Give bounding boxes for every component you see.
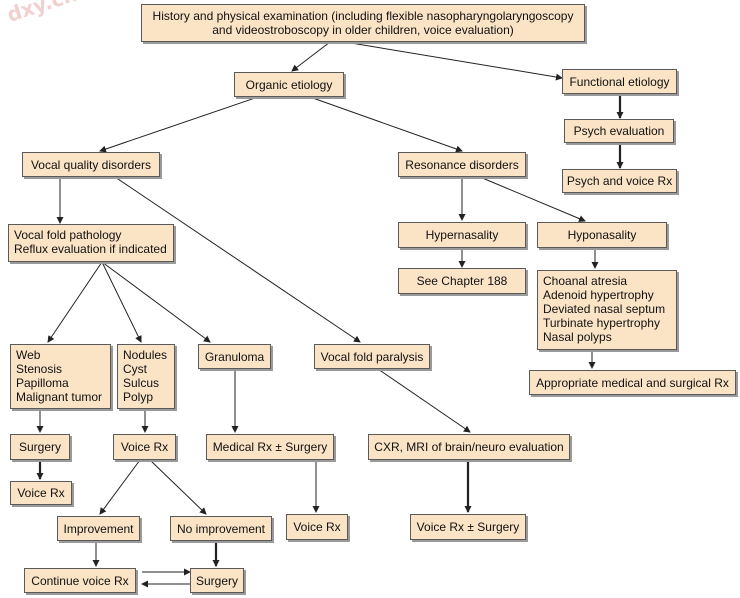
- cxr-mri-label: CXR, MRI of brain/neuro evaluation: [374, 440, 564, 454]
- resonance-disorders-box: Resonance disorders: [398, 152, 526, 177]
- item-polyp: Polyp: [123, 390, 154, 404]
- appropriate-rx-label: Appropriate medical and surgical Rx: [536, 375, 729, 390]
- functional-etiology-box: Functional etiology: [562, 69, 677, 94]
- item-nodules: Nodules: [123, 348, 168, 362]
- voice-rx-surgery-label: Voice Rx ± Surgery: [416, 520, 520, 534]
- medical-rx-label: Medical Rx ± Surgery: [212, 440, 328, 454]
- granuloma-label: Granuloma: [204, 349, 265, 364]
- vocal-fold-paralysis-box: Vocal fold paralysis: [314, 344, 430, 369]
- arrow-vocal-quality-vf-paralysis: [114, 176, 361, 343]
- hypernasality-label: Hypernasality: [425, 228, 499, 242]
- arrow-voice-rx-improvement: [99, 459, 141, 515]
- cxr-mri-box: CXR, MRI of brain/neuro evaluation: [368, 434, 570, 460]
- item-papilloma: Papilloma: [16, 376, 69, 390]
- item-cyst: Cyst: [123, 362, 147, 376]
- cause-nasal-polyps: Nasal polyps: [543, 330, 612, 344]
- arrow-vf-pathology-nodules: [101, 261, 142, 343]
- continue-voice-rx-box: Continue voice Rx: [24, 568, 136, 593]
- psych-evaluation-label: Psych evaluation: [573, 124, 665, 138]
- voice-rx-box-2: Voice Rx: [10, 481, 72, 505]
- history-exam-line-2: and videostroboscopy in older children, …: [212, 23, 514, 37]
- history-exam-line-1: History and physical examination (includ…: [152, 9, 574, 23]
- arrow-vf-pathology-granuloma: [101, 261, 211, 343]
- cause-choanal-atresia: Choanal atresia: [543, 274, 628, 288]
- vocal-fold-paralysis-label: Vocal fold paralysis: [320, 349, 424, 364]
- improvement-box: Improvement: [57, 516, 140, 541]
- arrow-organic-resonance: [309, 96, 463, 153]
- item-sulcus: Sulcus: [123, 376, 160, 390]
- vocal-fold-pathology-line-1: Vocal fold pathology: [14, 228, 122, 242]
- item-stenosis: Stenosis: [16, 362, 63, 376]
- improvement-label: Improvement: [63, 521, 134, 536]
- hypernasality-box: Hypernasality: [398, 222, 526, 248]
- arrow-voice-rx-no-improvement: [149, 459, 207, 515]
- granuloma-box: Granuloma: [198, 344, 271, 369]
- surgery-label-2: Surgery: [195, 573, 239, 588]
- arrow-organic-vocal-quality: [99, 96, 259, 153]
- hyponasality-label: Hyponasality: [567, 228, 637, 242]
- vocal-quality-disorders-box: Vocal quality disorders: [22, 152, 160, 177]
- psych-voice-rx-box: Psych and voice Rx: [562, 169, 677, 193]
- surgery-box-2: Surgery: [190, 568, 244, 593]
- hyponasality-causes-box: Choanal atresia Adenoid hypertrophy Devi…: [537, 270, 677, 350]
- item-web: Web: [16, 348, 41, 362]
- web-group-box: Web Stenosis Papilloma Malignant tumor: [10, 344, 111, 409]
- surgery-box-1: Surgery: [10, 434, 70, 460]
- hyponasality-box: Hyponasality: [537, 222, 667, 248]
- cause-adenoid-hypertrophy: Adenoid hypertrophy: [543, 288, 654, 302]
- voice-rx-label-3: Voice Rx: [293, 520, 341, 534]
- cause-turbinate-hypertrophy: Turbinate hypertrophy: [543, 316, 660, 330]
- organic-etiology-label: Organic etiology: [245, 77, 333, 92]
- voice-rx-surgery-box: Voice Rx ± Surgery: [410, 514, 526, 540]
- arrow-paralysis-cxr: [377, 368, 471, 433]
- vocal-quality-disorders-label: Vocal quality disorders: [30, 157, 152, 172]
- arrow-vf-pathology-web: [47, 261, 103, 343]
- cause-deviated-septum: Deviated nasal septum: [543, 302, 666, 316]
- see-chapter-box: See Chapter 188: [398, 268, 526, 294]
- psych-evaluation-box: Psych evaluation: [564, 119, 674, 143]
- appropriate-rx-box: Appropriate medical and surgical Rx: [529, 370, 736, 395]
- voice-rx-box-1: Voice Rx: [113, 434, 176, 460]
- no-improvement-label: No improvement: [176, 521, 266, 536]
- nodules-group-box: Nodules Cyst Sulcus Polyp: [117, 344, 175, 409]
- voice-rx-label-1: Voice Rx: [120, 440, 169, 454]
- voice-rx-label-2: Voice Rx: [17, 486, 65, 500]
- organic-etiology-box: Organic etiology: [234, 72, 344, 97]
- vocal-fold-pathology-line-2: Reflux evaluation if indicated: [14, 242, 167, 256]
- arrow-history-functional: [344, 41, 563, 81]
- history-exam-box: History and physical examination (includ…: [141, 4, 585, 42]
- psych-voice-rx-label: Psych and voice Rx: [566, 174, 673, 188]
- voice-rx-box-3: Voice Rx: [286, 514, 348, 540]
- arrow-history-organic: [291, 41, 331, 72]
- vocal-fold-pathology-box: Vocal fold pathology Reflux evaluation i…: [8, 224, 174, 262]
- functional-etiology-label: Functional etiology: [569, 74, 670, 89]
- surgery-label-1: Surgery: [18, 440, 62, 454]
- item-malignant-tumor: Malignant tumor: [16, 390, 103, 404]
- no-improvement-box: No improvement: [170, 516, 272, 541]
- arrow-resonance-hyponasality: [479, 176, 586, 222]
- medical-rx-box: Medical Rx ± Surgery: [206, 434, 334, 460]
- continue-voice-rx-label: Continue voice Rx: [31, 573, 129, 588]
- see-chapter-label: See Chapter 188: [416, 274, 508, 288]
- resonance-disorders-label: Resonance disorders: [405, 157, 519, 172]
